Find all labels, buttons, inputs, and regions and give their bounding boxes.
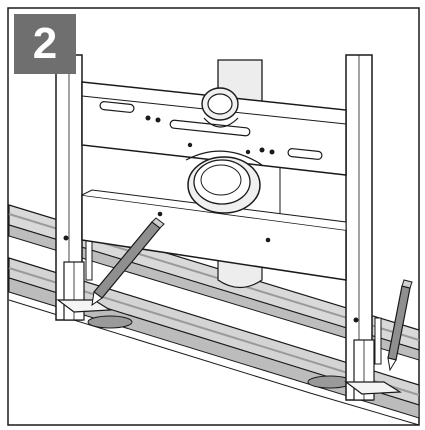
pencil-icon bbox=[387, 279, 413, 372]
upper-bracket bbox=[81, 81, 347, 176]
pencil-icon bbox=[91, 217, 165, 307]
waste-connector bbox=[185, 150, 263, 214]
rail-hole bbox=[87, 315, 133, 329]
step-badge-background bbox=[14, 14, 76, 74]
left-upright-post bbox=[55, 54, 112, 321]
step-number-badge: 2 bbox=[14, 14, 76, 74]
right-upright-post bbox=[344, 54, 402, 401]
supply-connector bbox=[201, 87, 239, 128]
step-number: 2 bbox=[32, 19, 58, 68]
